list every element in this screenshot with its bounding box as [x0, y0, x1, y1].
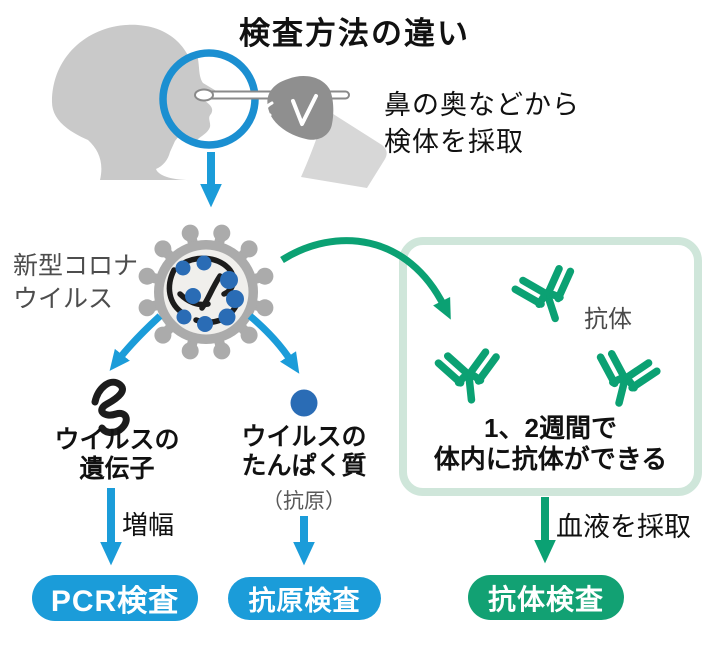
antibody-formation-text: 1、2週間で 体内に抗体ができる [433, 413, 668, 474]
sampling-note: 鼻の奥などから 検体を採取 [384, 90, 580, 157]
curved-arrow-left-icon [109, 313, 163, 371]
virus-label: 新型コロナ ウイルス [13, 252, 139, 313]
coronavirus-icon [138, 224, 274, 360]
protein-dot-icon [290, 389, 318, 417]
amplification-label: 増幅 [122, 511, 175, 540]
curved-arrow-right-icon [247, 313, 300, 374]
antibody-test-badge: 抗体検査 [468, 575, 624, 620]
head-silhouette [52, 24, 196, 180]
antigen-test-badge: 抗原検査 [228, 577, 381, 620]
antibody-item-label: 抗体 [584, 307, 632, 333]
curved-arrow-green-icon [280, 237, 451, 320]
pcr-test-badge: PCR検査 [32, 575, 198, 621]
nose-profile [166, 56, 219, 142]
antibody-box [399, 237, 702, 496]
blood-sampling-label: 血液を採取 [556, 512, 691, 542]
page-title: 検査方法の違い [239, 16, 470, 51]
hand-icon [262, 76, 334, 140]
protein-material-label: ウイルスの たんぱく質 [241, 423, 367, 480]
virus-dots [175, 255, 244, 332]
gene-material-label: ウイルスの 遺伝子 [54, 426, 180, 483]
gene-squiggle-icon [91, 378, 130, 436]
antigen-alias-label: （抗原） [262, 490, 346, 513]
